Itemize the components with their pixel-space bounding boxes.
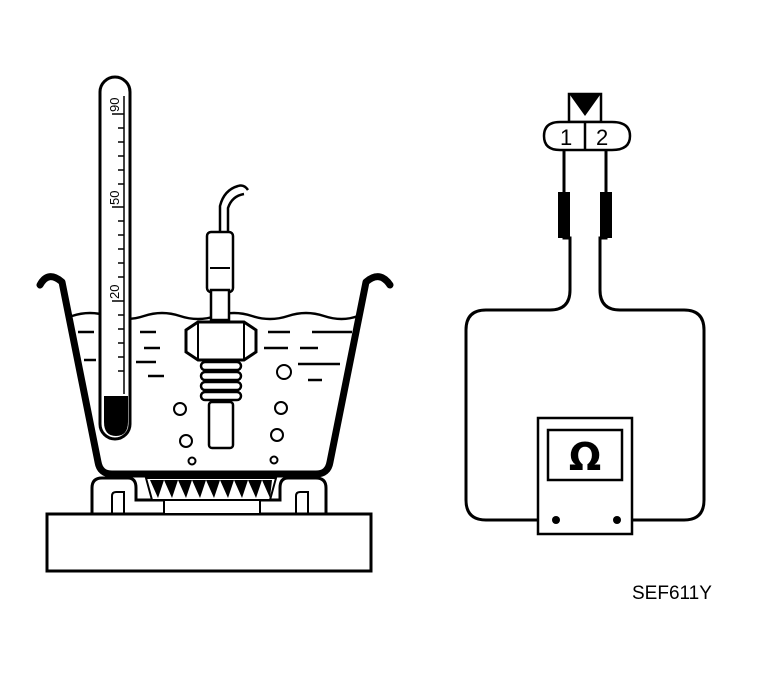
- thermometer-label-50: 50: [107, 191, 122, 205]
- water-pot: [36, 273, 394, 478]
- thermometer-label-90: 90: [107, 98, 122, 112]
- connector-pin-2: 2: [596, 125, 608, 150]
- stand-base: [45, 512, 373, 573]
- burner-flame: [144, 477, 278, 515]
- thermometer: 90 50 20: [98, 75, 132, 441]
- probe-wires: [464, 150, 706, 522]
- connector-pin-1: 1: [560, 125, 572, 150]
- heating-setup: 90 50 20: [36, 75, 394, 573]
- temperature-sensor: [184, 184, 258, 450]
- resistance-circuit: 1 2 Ω: [464, 92, 706, 536]
- probe-grip-left: [558, 192, 570, 238]
- meter-terminal-right: [613, 516, 621, 524]
- connector: 1 2: [542, 92, 632, 152]
- meter-terminal-left: [552, 516, 560, 524]
- bubbles: [173, 364, 292, 466]
- figure-code: SEF611Y: [632, 583, 712, 604]
- probe-grip-right: [600, 192, 612, 238]
- thermometer-label-20: 20: [107, 285, 122, 299]
- thermometer-ticks: [112, 113, 124, 372]
- connector-lock-icon: [570, 95, 600, 116]
- ohm-symbol: Ω: [569, 435, 601, 479]
- water-lines: [78, 330, 352, 382]
- ohmmeter: Ω: [536, 416, 634, 536]
